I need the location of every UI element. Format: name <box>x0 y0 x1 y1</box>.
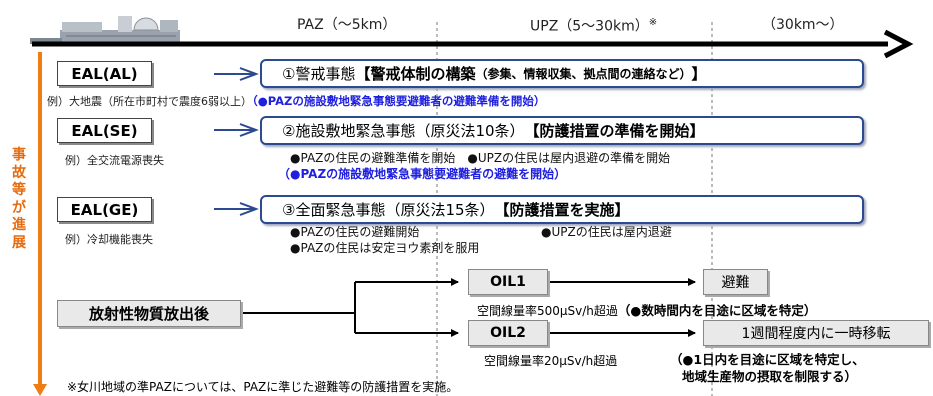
zone-label-outer: （30km〜） <box>762 17 844 33</box>
oil1-criterion: 空間線量率500μSv/h超過 <box>477 304 618 318</box>
stage-alert-example: 例）大地震（所在市町村で震度6弱以上）（●PAZの施設敷地緊急事態要避難者の避難… <box>47 94 546 108</box>
stage-site-emergency-bullet: ●PAZの住民の避難準備を開始 ●UPZの住民は屋内退避の準備を開始 <box>290 151 671 165</box>
stage-general-emergency-example: 例）冷却機能喪失 <box>65 233 153 246</box>
stage-alert-action-end: 】 <box>691 65 707 83</box>
stage-general-emergency-box: ③全面緊急事態（原災法15条）【防護措置を実施】 <box>260 195 864 224</box>
footnote: ※女川地域の準PAZについては、PAZに準じた避難等の防護措置を実施。 <box>67 380 459 394</box>
eal-ge-box: EAL(GE) <box>57 197 152 222</box>
oil2-note-line1: （●1日内を目途に区域を特定し、 <box>670 352 865 367</box>
nuclear-plant-icon <box>30 16 180 44</box>
progress-label: 事故等が進展 <box>12 147 26 251</box>
stage-general-emergency-bullet-2: ●UPZの住民は屋内退避 <box>541 225 672 239</box>
stage-site-emergency-action: 【防護措置の準備を開始】 <box>524 122 705 140</box>
distance-arrowhead <box>883 29 914 59</box>
zone-label-upz: UPZ（5〜30km）※ <box>530 18 657 34</box>
stage-site-emergency-title: ②施設敷地緊急事態（原災法10条） <box>282 122 525 140</box>
stage-site-emergency-example: 例）全交流電源喪失 <box>65 154 164 167</box>
stage-site-emergency-box: ②施設敷地緊急事態（原災法10条）【防護措置の準備を開始】 <box>260 116 864 145</box>
stage-general-emergency-action: 【防護措置を実施】 <box>494 201 630 219</box>
stage-general-emergency-bullet-3: ●PAZの住民は安定ヨウ素剤を服用 <box>290 241 480 255</box>
oil1-box: OIL1 <box>468 269 548 295</box>
stage-alert-title: ①警戒事態 <box>282 65 356 83</box>
oil2-action-box: 1週間程度内に一時移転 <box>703 320 929 346</box>
oil1-action-box: 避難 <box>703 269 768 295</box>
stage-alert-action: 【警戒体制の構築 <box>355 65 476 83</box>
oil2-criterion: 空間線量率20μSv/h超過 <box>484 354 618 368</box>
oil2-note-line2: 地域生産物の摂取を制限する） <box>682 369 858 384</box>
zone-label-paz: PAZ（〜5km） <box>297 17 397 33</box>
oil1-criterion-line: 空間線量率500μSv/h超過（●数時間内を目途に区域を特定） <box>477 303 817 318</box>
progress-arrowhead <box>33 384 47 396</box>
stage-site-emergency-blue-note: （●PAZの施設敷地緊急事態要避難者の避難を開始） <box>278 167 567 181</box>
stage-general-emergency-title: ③全面緊急事態（原災法15条） <box>282 201 495 219</box>
oil1-note: （●数時間内を目途に区域を特定） <box>617 303 817 318</box>
stage-alert-box: ①警戒事態【警戒体制の構築（参集、情報収集、拠点間の連絡など）】 <box>260 59 864 88</box>
eal-al-box: EAL(AL) <box>57 61 152 86</box>
stage-alert-example-blue: （●PAZの施設敷地緊急事態要避難者の避難準備を開始） <box>252 94 546 108</box>
release-box: 放射性物質放出後 <box>57 300 241 327</box>
stage-general-emergency-bullet-1: ●PAZの住民の避難開始 <box>290 225 420 239</box>
stage-alert-action-detail: （参集、情報収集、拠点間の連絡など） <box>475 67 692 81</box>
stage-alert-example-text: 例）大地震（所在市町村で震度6弱以上） <box>47 95 252 108</box>
eal-se-box: EAL(SE) <box>57 118 152 143</box>
zone-label-upz-mark: ※ <box>648 17 658 28</box>
zone-label-upz-text: UPZ（5〜30km） <box>530 18 649 35</box>
oil2-box: OIL2 <box>468 320 548 346</box>
